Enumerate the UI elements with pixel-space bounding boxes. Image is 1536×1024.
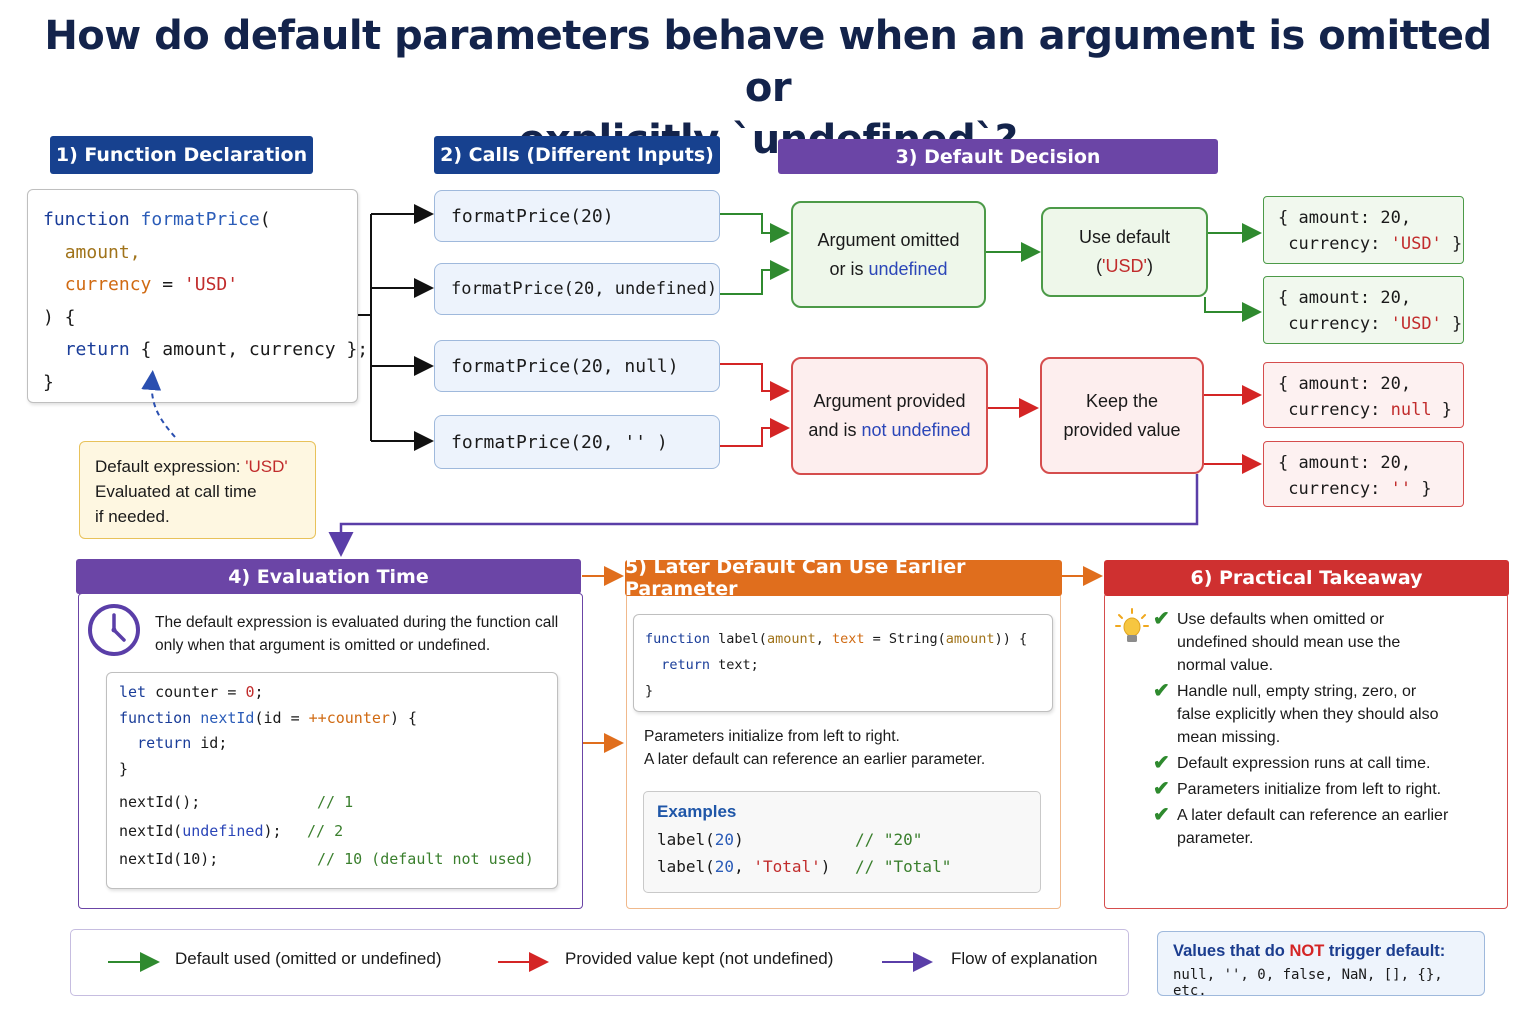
check-icon: ✔ (1153, 778, 1170, 800)
check-icon: ✔ (1153, 680, 1170, 702)
section-header-evaluation-time: 4) Evaluation Time (76, 559, 581, 594)
evaluation-time-description: The default expression is evaluated duri… (155, 614, 559, 654)
practical-takeaway-panel (1104, 593, 1508, 909)
legend-arrows (108, 952, 933, 972)
check-icon: ✔ (1153, 804, 1170, 826)
section-header-practical-takeaway: 6) Practical Takeaway (1104, 560, 1509, 596)
takeaway-item: ✔Parameters initialize from left to righ… (1153, 778, 1442, 800)
later-default-description: Parameters initialize from left to right… (644, 728, 986, 768)
takeaway-item: ✔Use defaults when omitted or undefined … (1153, 608, 1401, 674)
examples-title: Examples (657, 802, 737, 821)
lightbulb-icon (1115, 608, 1149, 642)
legend-red-label: Provided value kept (not undefined) (565, 949, 834, 968)
examples-box: Examples label(20)// "20" label(20, 'Tot… (643, 791, 1041, 893)
takeaway-item: ✔Handle null, empty string, zero, or fal… (1153, 680, 1439, 746)
legend-green-label: Default used (omitted or undefined) (175, 949, 442, 968)
call-box-omitted: formatPrice(20) (434, 190, 720, 242)
non-triggering-values-box: Values that do NOT trigger default: null… (1157, 931, 1485, 999)
result-box-3: { amount: 20, currency: null } (1263, 362, 1464, 428)
section-header-later-default: 5) Later Default Can Use Earlier Paramet… (625, 556, 1062, 600)
legend (70, 929, 1129, 996)
call-box-undefined: formatPrice(20, undefined) (434, 263, 720, 315)
takeaway-item: ✔A later default can reference an earlie… (1153, 804, 1449, 847)
default-expression-note: Default expression: 'USD' Evaluated at c… (79, 441, 316, 539)
evaluation-time-code: let counter = 0; function nextId(id = ++… (106, 672, 558, 889)
label-function-code: function label(amount, text = String(amo… (633, 614, 1053, 712)
section-header-function-declaration: 1) Function Declaration (50, 136, 313, 174)
result-box-2: { amount: 20, currency: 'USD' } (1263, 276, 1464, 344)
legend-purple-label: Flow of explanation (951, 949, 1098, 968)
takeaway-list: ✔Use defaults when omitted or undefined … (1153, 608, 1453, 850)
non-triggering-values: null, '', 0, false, NaN, [], {}, etc. (1173, 967, 1443, 999)
takeaway-item: ✔Default expression runs at call time. (1153, 752, 1431, 774)
clock-icon (88, 604, 140, 656)
check-icon: ✔ (1153, 608, 1170, 630)
use-default-box: Use default('USD') (1041, 207, 1208, 297)
function-declaration-code: function formatPrice( amount, currency =… (27, 189, 368, 403)
call-box-null: formatPrice(20, null) (434, 340, 720, 392)
title-line-1: How do default parameters behave when an… (44, 13, 1492, 111)
check-icon: ✔ (1153, 752, 1170, 774)
section-header-calls: 2) Calls (Different Inputs) (434, 136, 720, 174)
section-header-default-decision: 3) Default Decision (778, 139, 1218, 174)
non-triggering-title: Values that do NOT trigger default: (1173, 942, 1446, 960)
call-box-empty-string: formatPrice(20, '' ) (434, 415, 720, 469)
result-box-4: { amount: 20, currency: '' } (1263, 441, 1464, 507)
result-box-1: { amount: 20, currency: 'USD' } (1263, 196, 1464, 264)
